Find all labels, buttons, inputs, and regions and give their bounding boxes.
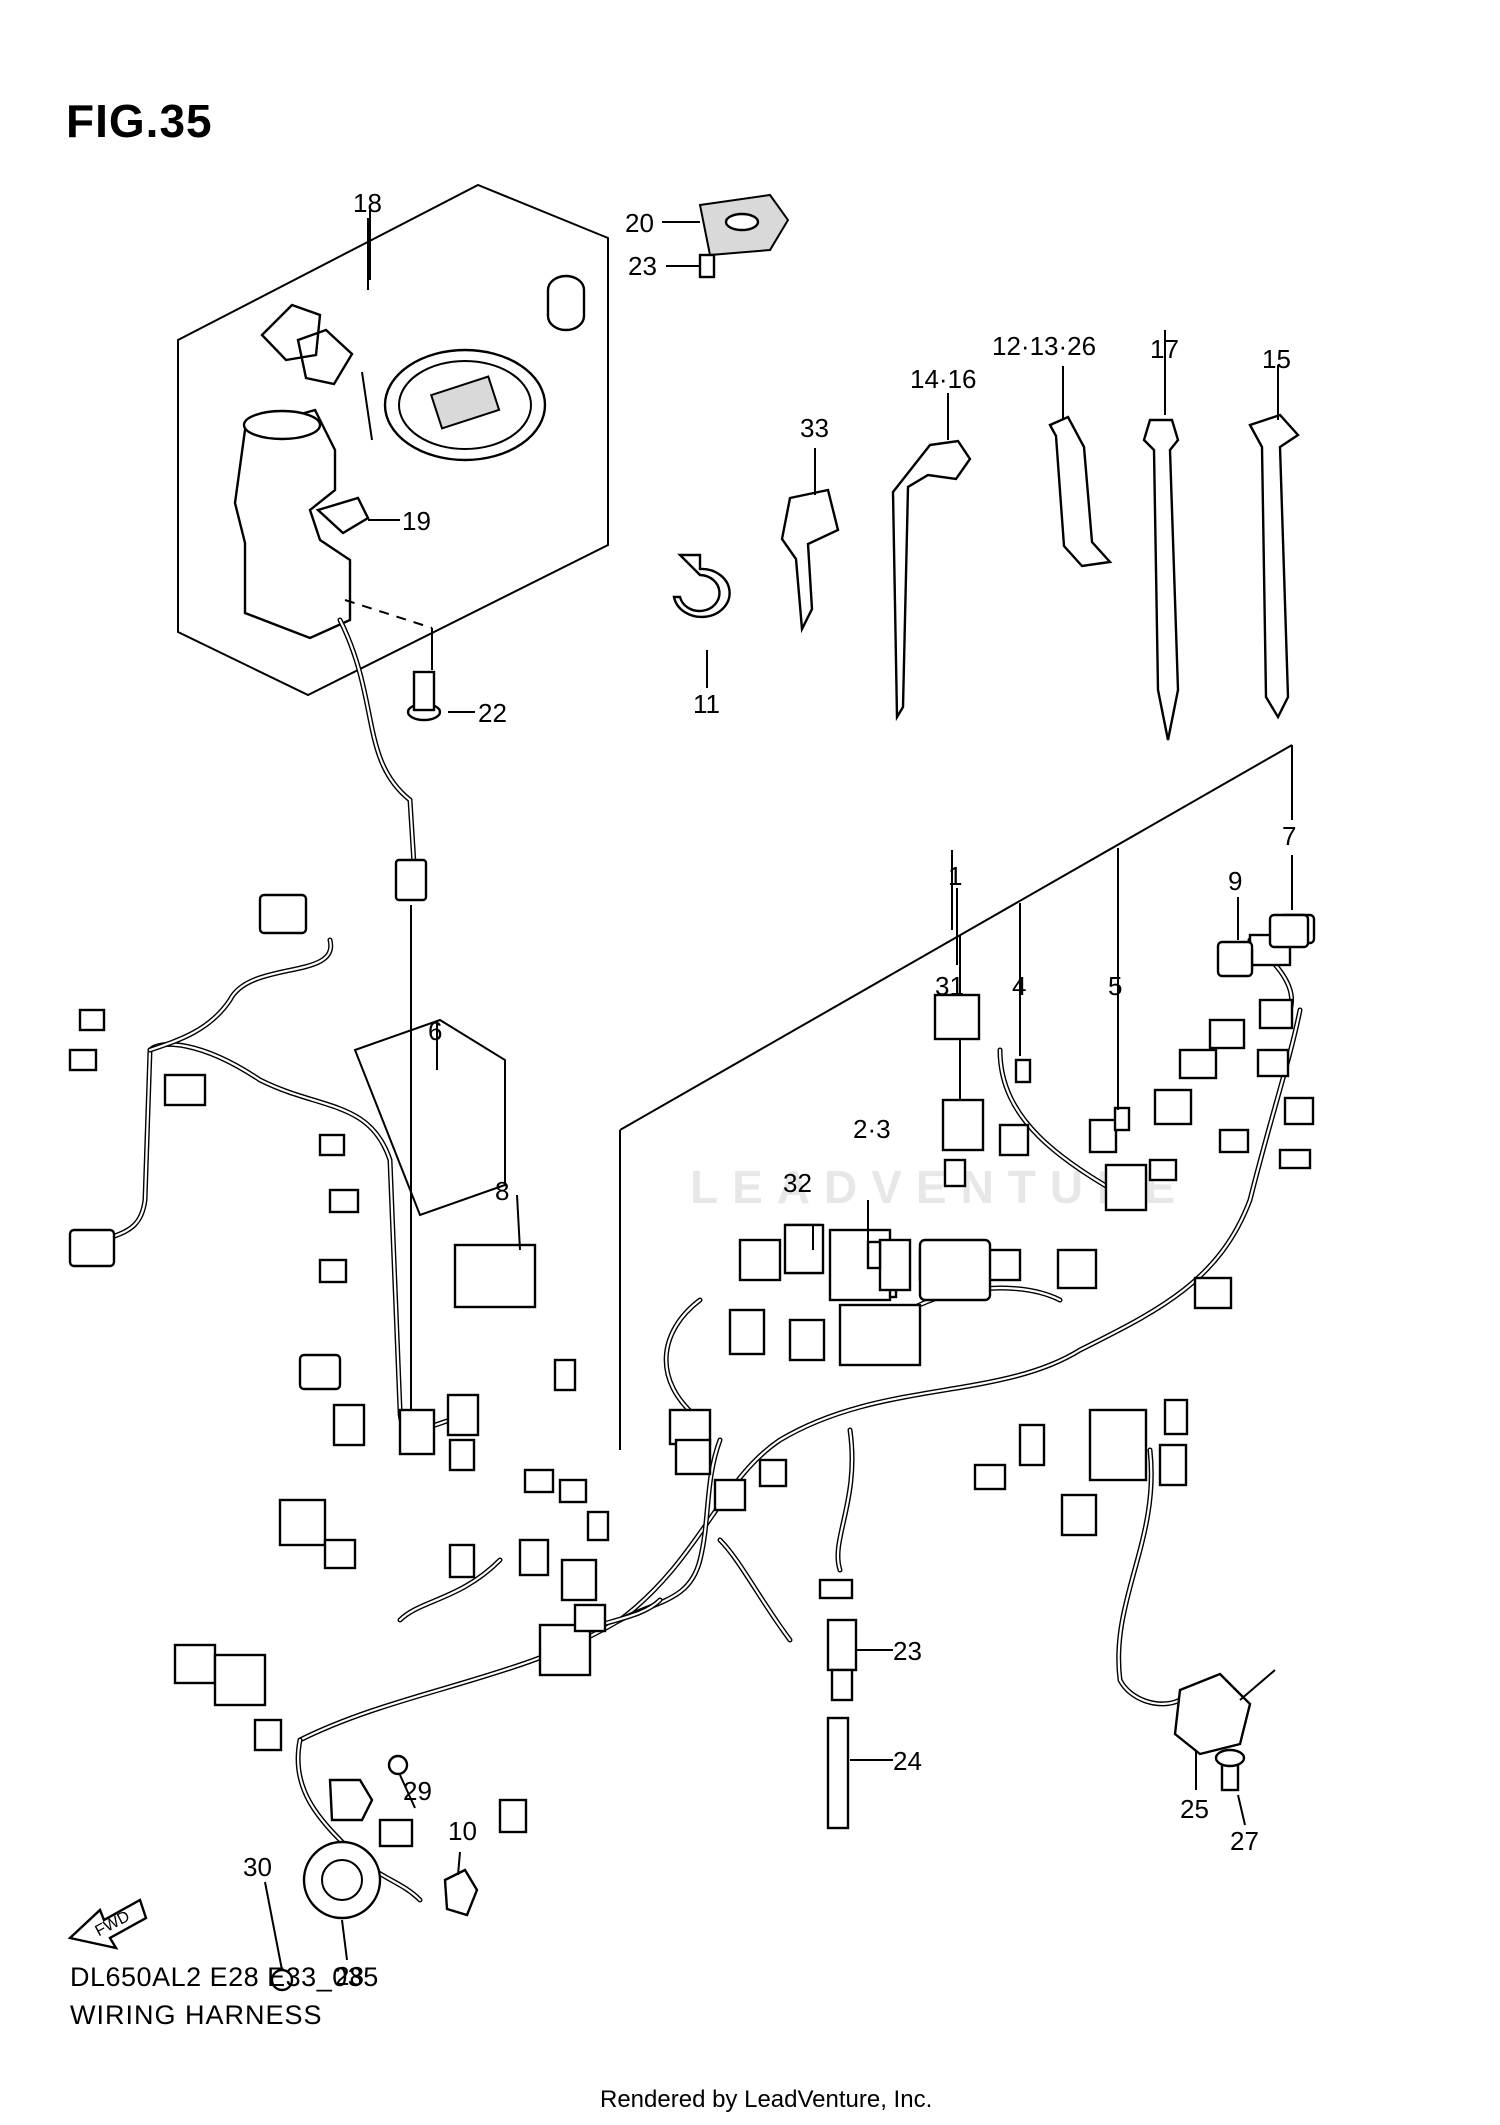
harness-connectors	[68, 893, 1316, 1848]
callout-22: 23	[628, 251, 657, 281]
callout-labels: 18 20 23 19 22 11 33 14·16 12·13·26 17 1…	[243, 188, 1296, 1991]
fuse-4	[1014, 1058, 1032, 1084]
bolt-22	[698, 253, 716, 279]
model-code: DL650AL2 E28 E33_035	[70, 1962, 379, 1992]
diagram-name: WIRING HARNESS	[70, 2000, 323, 2030]
fuse-2-3	[866, 1240, 882, 1270]
callout-29: 29	[403, 1776, 432, 1806]
callout-4: 4	[1012, 971, 1026, 1001]
sensor-24	[826, 1716, 850, 1830]
cable-tie-17	[1142, 418, 1180, 741]
clamp-12-13-26	[1048, 415, 1113, 568]
connector-large	[918, 1238, 992, 1302]
bolt-29	[387, 1754, 409, 1776]
callout-33: 33	[800, 413, 829, 443]
fwd-arrow-icon: FWD	[67, 1898, 148, 1950]
sensor-23	[826, 1618, 858, 1702]
callout-12-13-26: 12·13·26	[992, 331, 1096, 361]
key-pair	[260, 303, 354, 386]
ignition-switch-body	[233, 408, 352, 640]
lock-cylinder	[546, 274, 586, 332]
figure-title: FIG.35	[66, 95, 213, 147]
callout-14-16: 14·16	[910, 364, 977, 394]
callout-2-3: 2·3	[853, 1114, 891, 1144]
callout-6: 7	[1282, 821, 1296, 851]
callout-20: 20	[625, 208, 654, 238]
callout-23: 23	[893, 1636, 922, 1666]
callout-1: 1	[948, 861, 962, 891]
switch-25	[1173, 1672, 1252, 1756]
callout-32: 32	[783, 1168, 812, 1198]
callout-11: 11	[693, 689, 720, 719]
callout-19: 19	[402, 506, 431, 536]
callout-24: 24	[893, 1746, 922, 1776]
connector-6	[1268, 913, 1310, 949]
connector	[258, 893, 308, 935]
callout-21: 22	[478, 698, 507, 728]
mount-bracket	[315, 496, 370, 535]
watermark-text: LEADVENTURE	[690, 1161, 1190, 1213]
relay-32	[783, 1223, 825, 1275]
leader-lines	[264, 218, 1293, 1971]
screw-21	[406, 670, 442, 722]
callout-18: 18	[353, 188, 382, 218]
callout-28: 28	[335, 1961, 364, 1991]
clamp-11	[672, 553, 731, 619]
callout-5: 5	[1108, 971, 1122, 1001]
callout-17: 17	[1150, 334, 1179, 364]
relay-8	[453, 1243, 537, 1309]
callout-15: 15	[1262, 344, 1291, 374]
callout-7: 6	[428, 1016, 442, 1046]
callout-9: 9	[1228, 866, 1242, 896]
tie-14-16	[891, 439, 972, 722]
callout-27: 27	[1230, 1826, 1259, 1856]
callout-31: 31	[935, 971, 964, 1001]
callout-25: 25	[1180, 1794, 1209, 1824]
spare-key-33	[780, 488, 840, 634]
callout-10: 10	[448, 1816, 477, 1846]
fuse-5	[1113, 1106, 1131, 1132]
callout-8: 8	[495, 1176, 509, 1206]
horn-28	[270, 1778, 382, 1992]
ignition-connector	[394, 858, 428, 902]
clip-10	[443, 1868, 479, 1917]
render-credit: Rendered by LeadVenture, Inc.	[600, 2086, 933, 2113]
relay-31	[933, 993, 981, 1041]
cable-tie-15	[1248, 413, 1300, 720]
connector-9	[1216, 940, 1254, 978]
callout-30: 30	[243, 1852, 272, 1882]
ignition-kit-group	[177, 183, 609, 697]
